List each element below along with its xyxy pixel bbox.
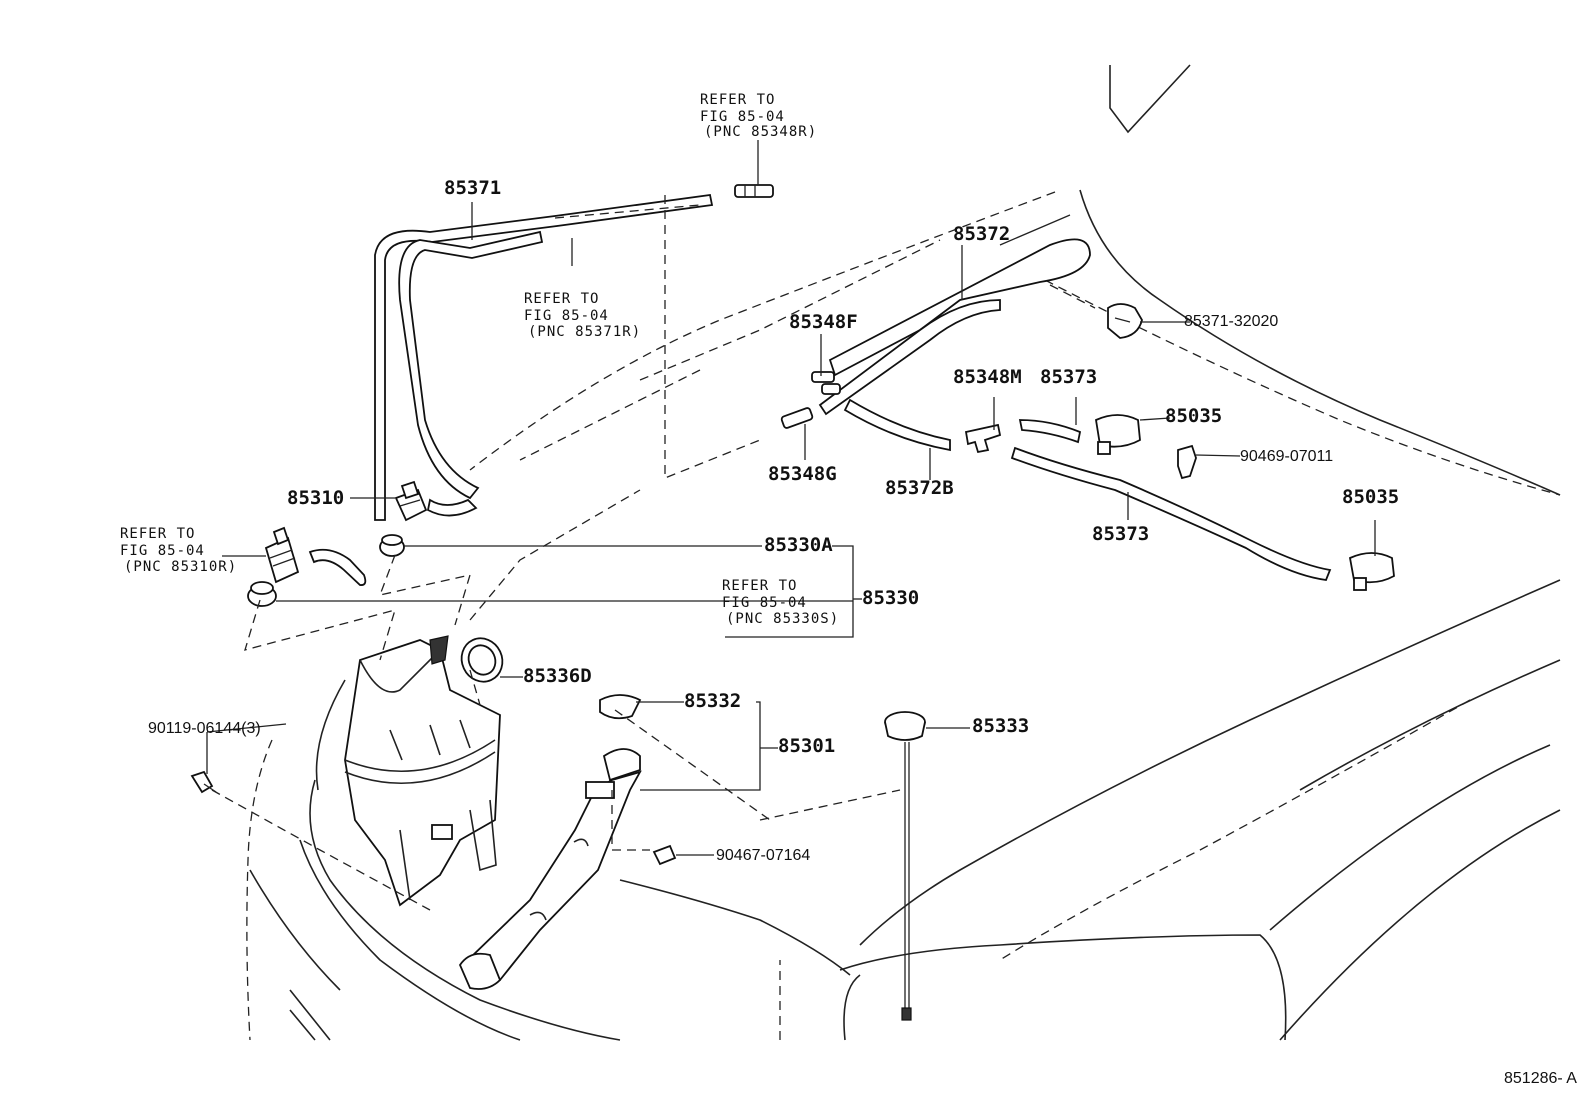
label-85310: 85310 [287,487,344,509]
leader-lines [206,140,1376,856]
connector-85348G [780,407,814,429]
label-85373-bottom: 85373 [1092,523,1149,545]
label-85330A: 85330A [764,534,833,556]
part-labels: 85371 85372 85348F 85348M 85373 85371-32… [148,177,1399,864]
ref-top-line-1: REFER TO [700,92,775,108]
ref-left-line-3: (PNC 85310R) [124,559,237,575]
inlet-85301 [458,694,642,990]
label-85330: 85330 [862,587,919,609]
label-85035-bottom: 85035 [1342,486,1399,508]
guide-lines [211,195,1096,911]
label-85348G: 85348G [768,463,837,485]
ref-low-line-2: FIG 85-04 [722,595,807,611]
nozzle-85035-top [1095,414,1141,455]
diagram-code: 851286- A [1504,1070,1577,1087]
grommet-85330A [379,534,405,557]
label-85372: 85372 [953,223,1010,245]
strainer-85336D [460,637,504,683]
pump-85310R [264,526,300,584]
label-85348F: 85348F [789,311,858,333]
label-85373-top: 85373 [1040,366,1097,388]
bolt-90119 [190,770,217,794]
reference-note-top: REFER TO FIG 85-04 (PNC 85348R) [700,92,817,140]
washer-tank [344,635,501,907]
label-85336D: 85336D [523,665,592,687]
ref-top-line-2: FIG 85-04 [700,109,785,125]
label-85371-32020: 85371-32020 [1184,313,1278,330]
reference-note-low: REFER TO FIG 85-04 (PNC 85330S) [722,578,839,627]
ref-mid-line-3: (PNC 85371R) [528,324,641,340]
pump-85310 [394,480,428,522]
cap-85333 [884,711,926,1021]
vehicle-body-outline [246,64,1561,1041]
ref-low-line-1: REFER TO [722,578,797,594]
nozzle-85035-bottom [1348,552,1395,591]
label-85301: 85301 [778,735,835,757]
hose-85373 [1010,419,1332,581]
label-85348M: 85348M [953,366,1022,388]
reference-note-mid: REFER TO FIG 85-04 (PNC 85371R) [524,291,641,340]
hose-85372 [818,238,1091,416]
label-85332: 85332 [684,690,741,712]
label-85371: 85371 [444,177,501,199]
label-90467-07164: 90467-07164 [716,847,810,864]
label-90119-06144: 90119-06144(3) [148,720,261,737]
connector-85348F [811,371,841,395]
clamp-85371-32020 [1107,303,1143,339]
ref-left-line-2: FIG 85-04 [120,543,205,559]
clip-90469 [1177,444,1197,480]
connector-85348R [734,184,774,198]
label-85035-top: 85035 [1165,405,1222,427]
hose-85372B [843,398,951,452]
clip-90467 [652,844,677,866]
label-85372B: 85372B [885,477,954,499]
label-90469-07011: 90469-07011 [1240,448,1333,465]
ref-low-line-3: (PNC 85330S) [726,611,839,627]
hose-85371 [308,193,714,586]
ref-mid-line-1: REFER TO [524,291,599,307]
grommet-85330S [247,581,277,607]
ref-mid-line-2: FIG 85-04 [524,308,609,324]
ref-top-line-3: (PNC 85348R) [704,124,817,140]
ref-left-line-1: REFER TO [120,526,195,542]
reference-note-left: REFER TO FIG 85-04 (PNC 85310R) [120,526,237,575]
label-85333: 85333 [972,715,1029,737]
connector-85348M [964,423,1002,454]
